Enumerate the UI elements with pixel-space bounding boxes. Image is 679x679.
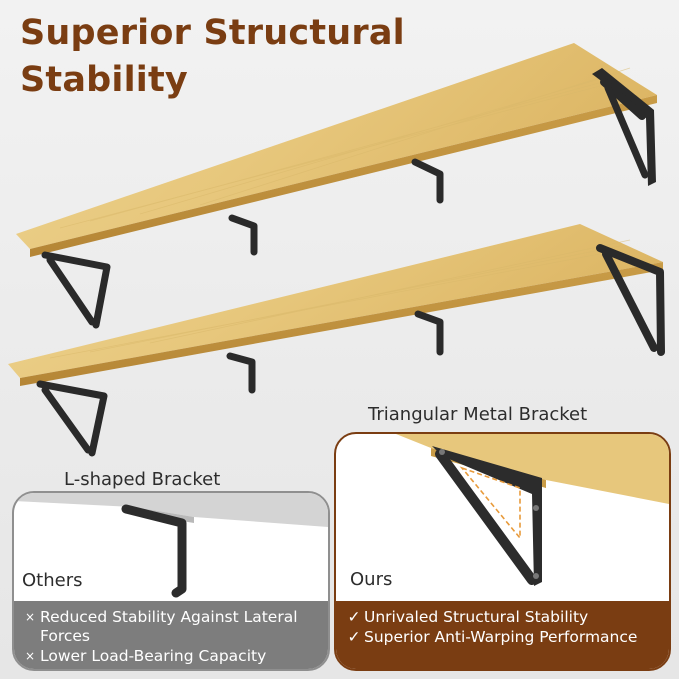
- ours-feature-item: ✓ Superior Anti-Warping Performance: [347, 628, 638, 646]
- cross-icon: ×: [24, 610, 36, 624]
- upper-shelf-grain: [59, 67, 631, 229]
- triangular-bracket-label: Triangular Metal Bracket: [368, 404, 588, 425]
- upper-shelf-board: [16, 43, 657, 249]
- others-feature-item: × Reduced Stability Against Lateral Forc…: [20, 608, 322, 646]
- ours-feature-item: ✓ Unrivaled Structural Stability: [347, 608, 589, 626]
- ours-features-box: ✓ Unrivaled Structural Stability ✓ Super…: [336, 601, 669, 669]
- lower-mid-bracket-b: [226, 352, 256, 394]
- lower-shelf-front-edge: [20, 262, 663, 386]
- lower-shelf-grain: [49, 239, 631, 359]
- l-shaped-bracket-closeup: [14, 493, 328, 598]
- ours-feature-list: ✓ Unrivaled Structural Stability ✓ Super…: [344, 608, 663, 648]
- upper-right-bracket: [592, 68, 656, 186]
- triangular-bracket-icon: [432, 446, 542, 586]
- lower-right-bracket: [596, 244, 665, 356]
- headline: Superior Structural Stability: [20, 10, 405, 104]
- upper-mid-bracket-a: [411, 158, 444, 204]
- ours-comparison-card: Ours ✓ Unrivaled Structural Stability ✓ …: [334, 432, 671, 671]
- upper-mid-bracket-b: [228, 214, 258, 256]
- triangle-highlight: [459, 466, 521, 541]
- others-comparison-card: Others × Reduced Stability Against Later…: [12, 491, 330, 671]
- upper-shelf-front-edge: [30, 95, 657, 257]
- l-shaped-bracket-label: L-shaped Bracket: [64, 469, 221, 490]
- others-features-box: × Reduced Stability Against Lateral Forc…: [14, 601, 328, 669]
- upper-left-bracket: [41, 251, 111, 329]
- others-feature-list: × Reduced Stability Against Lateral Forc…: [20, 608, 322, 667]
- others-feature-item: × Lower Load-Bearing Capacity: [20, 647, 322, 666]
- lower-shelf: [8, 224, 665, 457]
- headline-line-1: Superior Structural: [20, 13, 405, 53]
- cross-icon: ×: [24, 649, 36, 663]
- check-icon: ✓: [347, 608, 361, 626]
- upper-shelf: [16, 43, 657, 329]
- triangular-bracket-closeup: [396, 434, 669, 586]
- lower-shelf-board: [8, 224, 663, 378]
- ours-tag: Ours: [350, 569, 393, 590]
- others-tag: Others: [22, 570, 83, 591]
- check-icon: ✓: [347, 628, 361, 646]
- lower-left-bracket: [36, 380, 108, 457]
- headline-line-2: Stability: [20, 60, 188, 100]
- l-bracket-icon: [121, 504, 187, 598]
- lower-mid-bracket-a: [414, 310, 444, 356]
